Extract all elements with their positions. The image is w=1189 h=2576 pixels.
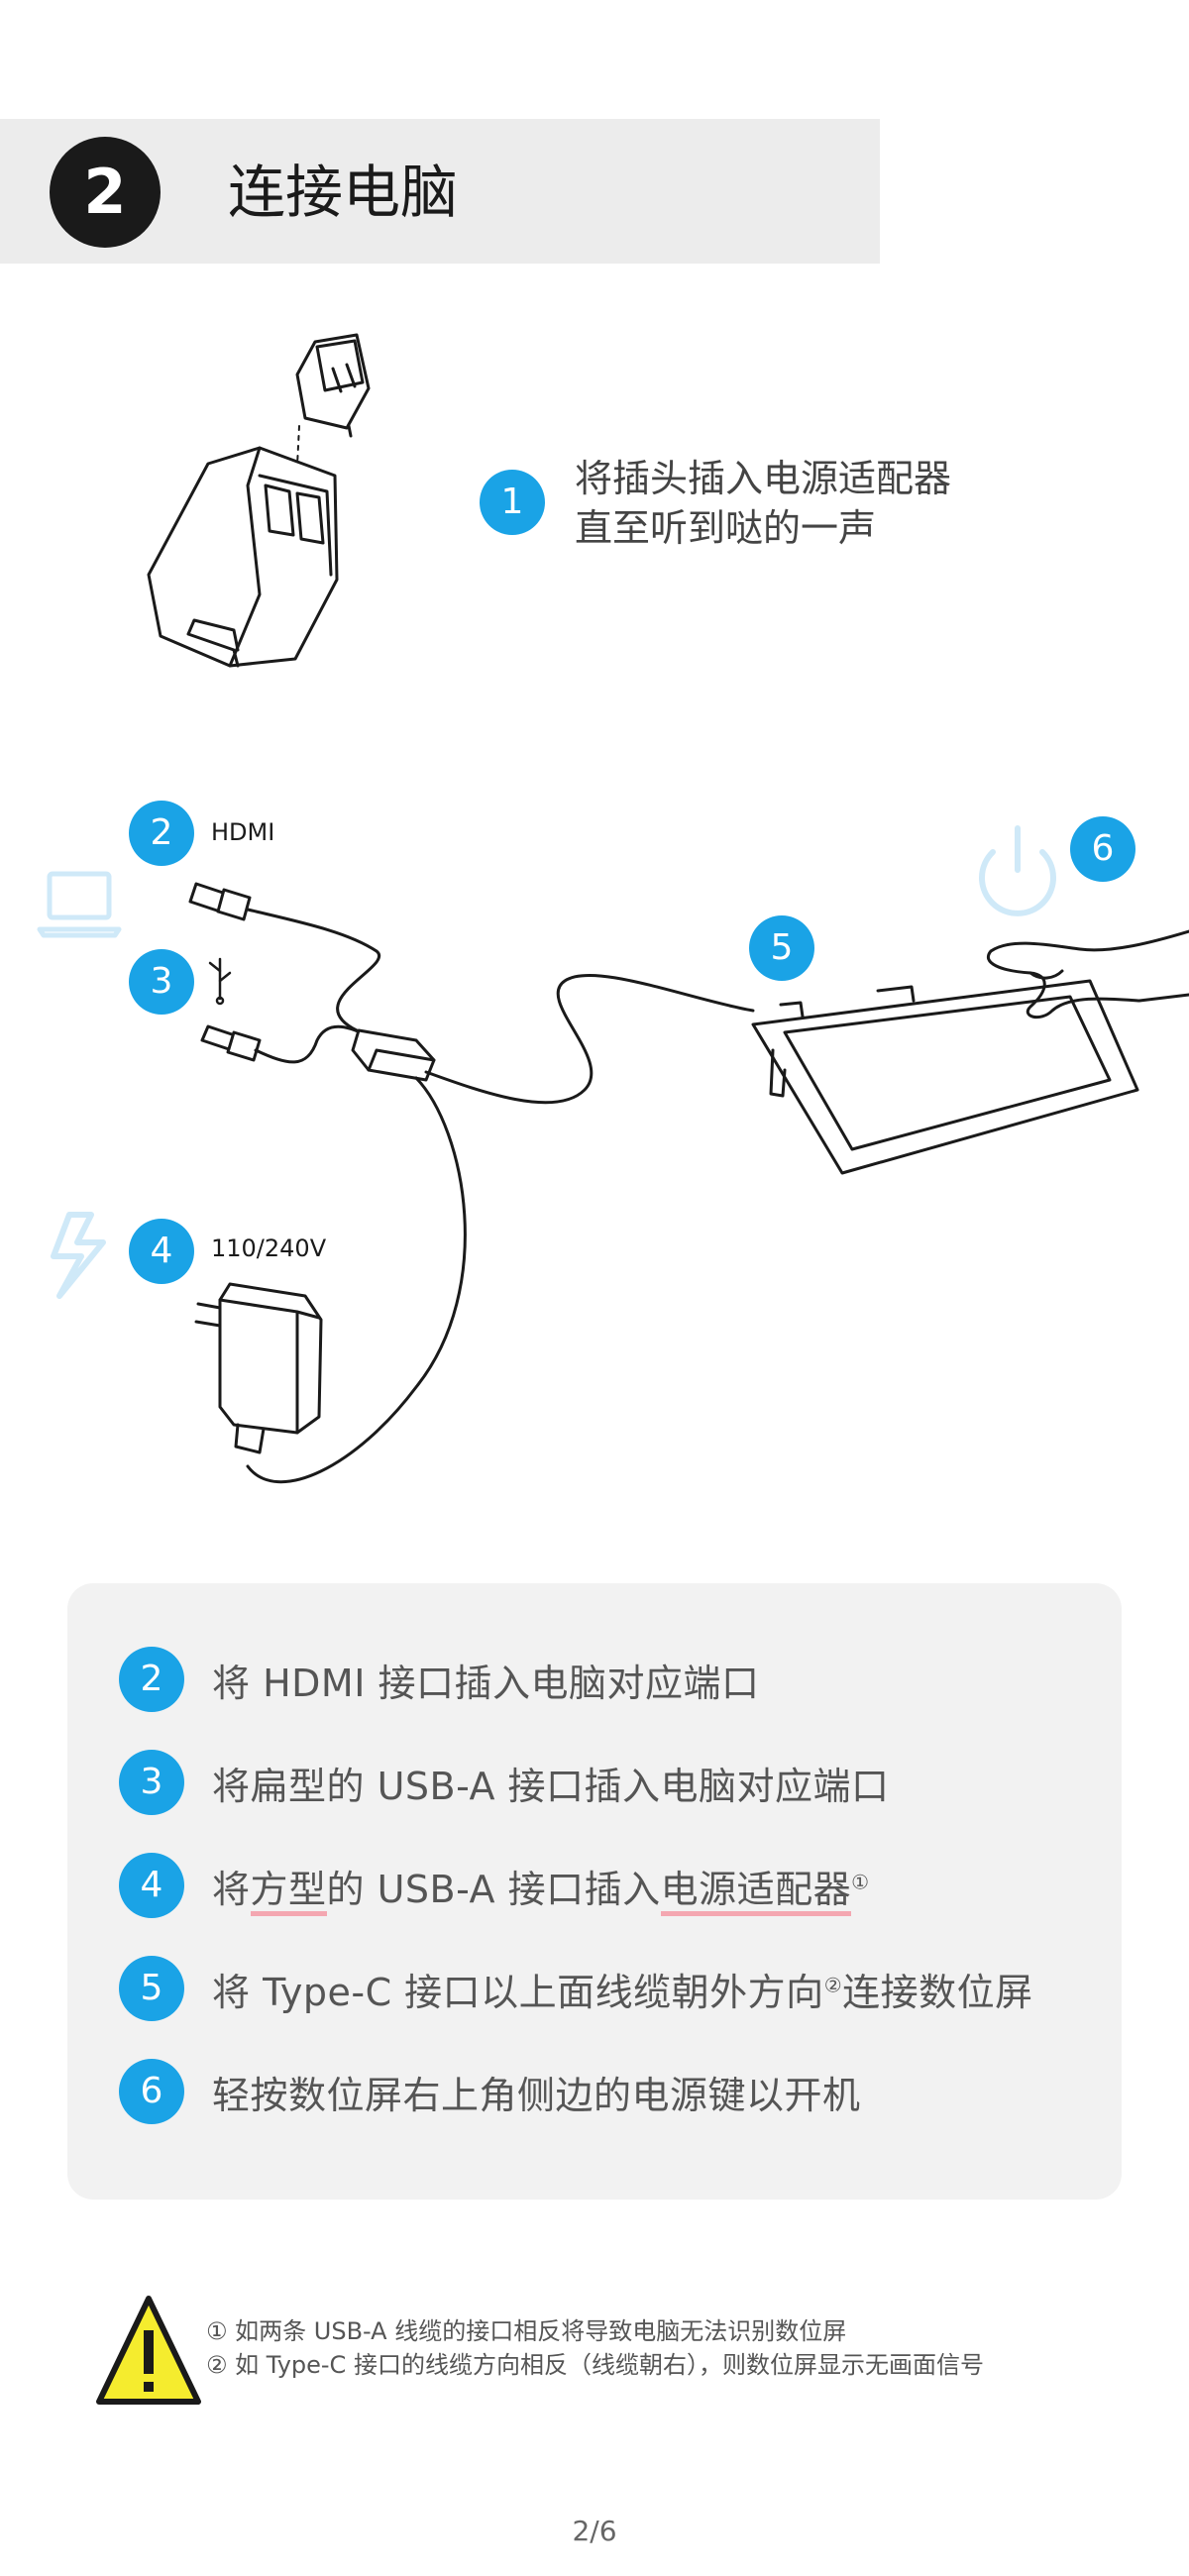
cable-splitter-icon — [351, 1028, 436, 1082]
step-row: 4 将方型的 USB-A 接口插入电源适配器① — [119, 1851, 870, 1920]
step-text-part: 将 Type-C 接口以上面线缆朝外方向 — [212, 1970, 824, 2014]
step-1-line-1: 将插头插入电源适配器 — [575, 457, 952, 500]
usb-badge: 3 — [129, 949, 194, 1015]
power-key-badge: 6 — [1070, 816, 1135, 882]
section-number-badge: 2 — [50, 137, 161, 248]
step-number-badge: 6 — [119, 2059, 184, 2124]
steps-panel: 2 将 HDMI 接口插入电脑对应端口 3 将扁型的 USB-A 接口插入电脑对… — [67, 1583, 1122, 2200]
step-row: 3 将扁型的 USB-A 接口插入电脑对应端口 — [119, 1748, 890, 1817]
step-row: 5 将 Type-C 接口以上面线缆朝外方向②连接数位屏 — [119, 1954, 1033, 2023]
usb-a-plug-icon — [200, 1024, 262, 1062]
page-number: 2/6 — [572, 2515, 617, 2547]
display-badge: 5 — [749, 915, 814, 981]
step-number-badge: 4 — [119, 1853, 184, 1918]
step-1-instruction: 将插头插入电源适配器 直至听到哒的一声 — [575, 454, 951, 553]
power-key-icon — [979, 825, 1056, 916]
usb-symbol-icon — [208, 957, 232, 1006]
step-text: 将方型的 USB-A 接口插入电源适配器① — [212, 1859, 870, 1916]
highlighted-text: 方型 — [250, 1867, 327, 1916]
wall-adapter-icon — [194, 1282, 323, 1454]
step-number-badge: 3 — [119, 1750, 184, 1815]
plug-attachment-icon — [295, 333, 371, 438]
step-number-badge: 2 — [119, 1647, 184, 1712]
step-1-badge: 1 — [480, 470, 545, 535]
section-title: 连接电脑 — [228, 159, 459, 226]
step-row: 6 轻按数位屏右上角侧边的电源键以开机 — [119, 2057, 861, 2126]
step-number-badge: 5 — [119, 1956, 184, 2021]
lightning-icon — [51, 1212, 106, 1299]
warning-triangle-icon — [96, 2296, 201, 2405]
voltage-label: 110/240V — [211, 1234, 327, 1262]
highlighted-text: 电源适配器 — [660, 1867, 852, 1916]
step-text: 将 HDMI 接口插入电脑对应端口 — [212, 1661, 760, 1705]
warning-notes: ① 如两条 USB-A 线缆的接口相反将导致电脑无法识别数位屏 ② 如 Type… — [206, 2314, 984, 2382]
hdmi-plug-icon — [188, 882, 252, 921]
warning-note: ② 如 Type-C 接口的线缆方向相反（线缆朝右），则数位屏显示无画面信号 — [206, 2351, 984, 2379]
step-text-part: 连接数位屏 — [842, 1970, 1033, 2014]
step-text: 轻按数位屏右上角侧边的电源键以开机 — [212, 2073, 861, 2117]
warning-note: ① 如两条 USB-A 线缆的接口相反将导致电脑无法识别数位屏 — [206, 2317, 847, 2345]
footnote-marker: ① — [851, 1869, 870, 1893]
step-text-part: 的 USB-A 接口插入 — [326, 1867, 661, 1911]
step-row: 2 将 HDMI 接口插入电脑对应端口 — [119, 1645, 760, 1714]
step-text: 将扁型的 USB-A 接口插入电脑对应端口 — [212, 1764, 890, 1808]
step-1-line-2: 直至听到哒的一声 — [575, 506, 877, 550]
step-text-part: 将 — [212, 1867, 251, 1911]
pen-display-icon — [751, 979, 1139, 1175]
power-adapter-icon — [147, 446, 339, 668]
hdmi-badge: 2 — [129, 801, 194, 866]
step-text: 将 Type-C 接口以上面线缆朝外方向②连接数位屏 — [212, 1962, 1033, 2016]
hdmi-label: HDMI — [211, 818, 275, 846]
computer-icon — [37, 871, 122, 938]
power-badge: 4 — [129, 1219, 194, 1284]
footnote-marker: ② — [823, 1972, 843, 1996]
hand-icon — [987, 929, 1189, 1020]
